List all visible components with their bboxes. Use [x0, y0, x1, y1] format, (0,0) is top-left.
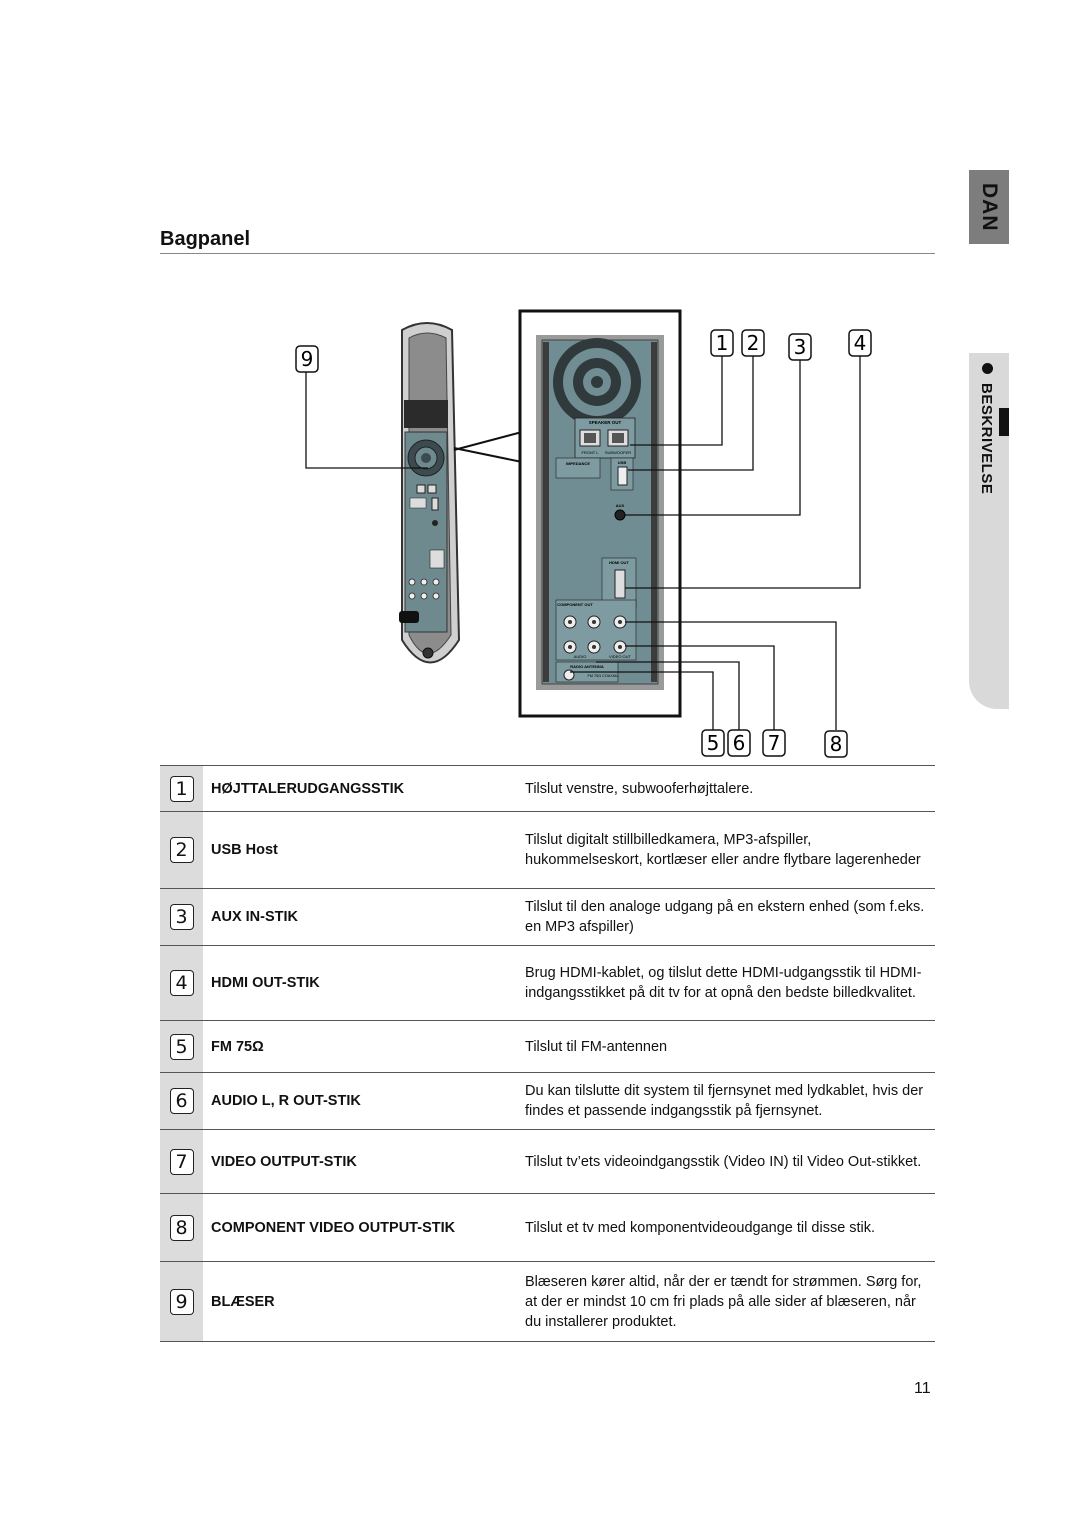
row-number: 5: [169, 1033, 194, 1060]
language-tab: DAN: [969, 170, 1009, 244]
audio-text: AUDIO: [574, 654, 587, 659]
svg-text:9: 9: [301, 347, 314, 371]
row-number: 8: [169, 1214, 194, 1241]
hdmi-out-text: HDMI OUT: [609, 560, 629, 565]
section-label: BESKRIVELSE: [978, 383, 995, 495]
component-out-text: COMPONENT OUT: [557, 602, 593, 607]
tab-marker: [999, 408, 1009, 436]
row-desc: Tilslut venstre, subwooferhøjttalere.: [520, 765, 935, 812]
row-desc: Tilslut til FM-antennen: [520, 1020, 935, 1073]
row-number: 2: [169, 837, 194, 863]
row-desc: Tilslut tv’ets videoindgangsstik (Video …: [520, 1129, 935, 1194]
row-name: BLÆSER: [203, 1261, 520, 1342]
speaker-out-text: SPEAKER OUT: [589, 420, 622, 425]
video-out-text: VIDEO OUT: [609, 654, 632, 659]
row-number: 3: [169, 904, 194, 930]
table-row: 2 USB Host Tilslut digitalt stillbilledk…: [160, 811, 935, 889]
table-row: 1 HØJTTALERUDGANGSSTIK Tilslut venstre, …: [160, 765, 935, 812]
table-row: 6 AUDIO L, R OUT-STIK Du kan tilslutte d…: [160, 1072, 935, 1130]
svg-text:3: 3: [794, 335, 807, 359]
radio-antenna-text: RADIO ANTENNA: [570, 664, 604, 669]
table-row: 4 HDMI OUT-STIK Brug HDMI-kablet, og til…: [160, 945, 935, 1021]
callout-7: 7: [762, 729, 786, 757]
section-tab: BESKRIVELSE: [969, 353, 1009, 709]
row-name: VIDEO OUTPUT-STIK: [203, 1129, 520, 1194]
callout-4: 4: [848, 329, 872, 357]
callout-badges: 9 1 2 3 4 5 6 7 8: [295, 329, 872, 758]
row-number: 1: [169, 775, 194, 802]
front-l-text: FRONT L: [581, 450, 599, 455]
callout-6: 6: [727, 729, 751, 757]
row-number: 4: [169, 970, 194, 996]
svg-text:8: 8: [830, 732, 843, 756]
table-row: 3 AUX IN-STIK Tilslut til den analoge ud…: [160, 888, 935, 946]
row-name: AUDIO L, R OUT-STIK: [203, 1072, 520, 1130]
table-row: 9 BLÆSER Blæseren kører altid, når der e…: [160, 1261, 935, 1342]
usb-text: USB: [618, 460, 627, 465]
table-row: 7 VIDEO OUTPUT-STIK Tilslut tv’ets video…: [160, 1129, 935, 1194]
table-row: 5 FM 75Ω Tilslut til FM-antennen: [160, 1020, 935, 1073]
row-name: HDMI OUT-STIK: [203, 945, 520, 1021]
device-overview-fan: [407, 439, 445, 477]
row-name: HØJTTALERUDGANGSSTIK: [203, 765, 520, 812]
bullet-icon: [982, 363, 993, 374]
svg-text:2: 2: [747, 331, 760, 355]
row-desc: Blæseren kører altid, når der er tændt f…: [520, 1261, 935, 1342]
row-desc: Tilslut til den analoge udgang på en eks…: [520, 888, 935, 946]
aux-text: AUX: [616, 503, 625, 508]
row-name: AUX IN-STIK: [203, 888, 520, 946]
svg-text:6: 6: [733, 731, 746, 755]
subwoofer-text: SUBWOOFER: [605, 450, 631, 455]
page-title: Bagpanel: [160, 228, 251, 250]
row-desc: Brug HDMI-kablet, og tilslut dette HDMI-…: [520, 945, 935, 1021]
title-divider: [160, 253, 935, 254]
row-number: 6: [169, 1088, 194, 1114]
impedance-text: IMPEDANCE: [566, 461, 590, 466]
row-number: 7: [169, 1148, 194, 1175]
callout-1: 1: [710, 329, 734, 357]
svg-text:1: 1: [716, 331, 729, 355]
row-name: FM 75Ω: [203, 1020, 520, 1073]
language-label: DAN: [978, 182, 1001, 232]
svg-text:7: 7: [768, 731, 781, 755]
row-desc: Tilslut digitalt stillbilledkamera, MP3-…: [520, 811, 935, 889]
device-overview: [399, 322, 461, 664]
zoomed-rear-panel: SPEAKER OUT FRONT L SUBWOOFER IMPEDANCE …: [536, 335, 664, 690]
callout-2: 2: [741, 329, 765, 357]
connector-table: 1 HØJTTALERUDGANGSSTIK Tilslut venstre, …: [160, 765, 935, 1342]
svg-text:4: 4: [854, 331, 867, 355]
callout-8: 8: [824, 730, 848, 758]
row-desc: Du kan tilslutte dit system til fjernsyn…: [520, 1072, 935, 1130]
leader-lines: [305, 356, 861, 730]
page-number: 11: [914, 1380, 931, 1397]
fm-text: FM 75Ω COAXIAL: [587, 674, 618, 678]
row-name: USB Host: [203, 811, 520, 889]
rear-panel-figure: SPEAKER OUT FRONT L SUBWOOFER IMPEDANCE …: [295, 309, 872, 758]
table-row: 8 COMPONENT VIDEO OUTPUT-STIK Tilslut et…: [160, 1193, 935, 1262]
svg-text:5: 5: [707, 731, 720, 755]
fan-grille: [553, 338, 641, 426]
row-name: COMPONENT VIDEO OUTPUT-STIK: [203, 1193, 520, 1262]
row-desc: Tilslut et tv med komponentvideoudgange …: [520, 1193, 935, 1262]
callout-3: 3: [788, 333, 812, 361]
row-number: 9: [169, 1288, 194, 1315]
callout-9: 9: [295, 345, 319, 373]
callout-5: 5: [701, 729, 725, 757]
